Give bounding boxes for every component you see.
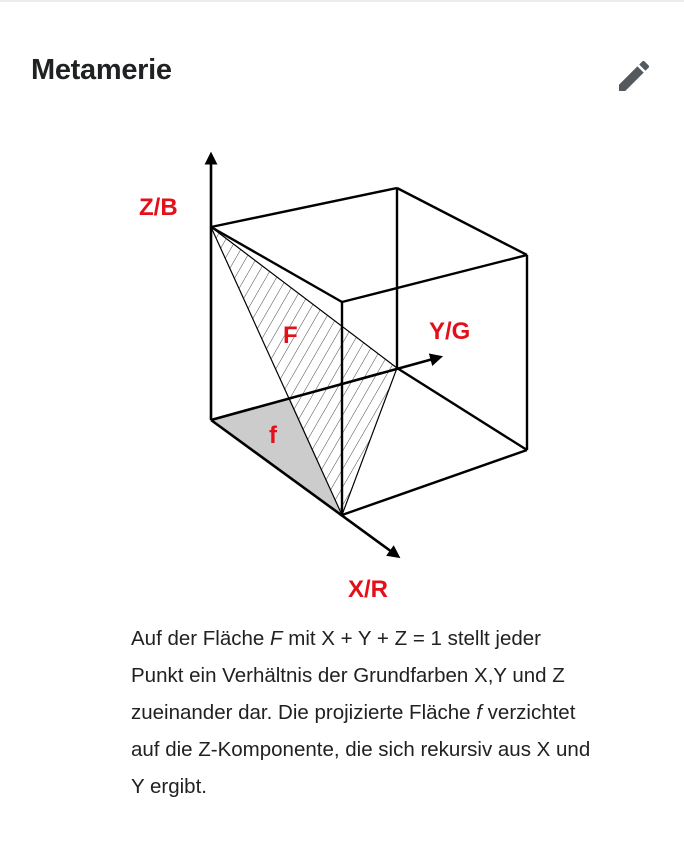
caption-symbol-f: f [476, 701, 482, 724]
projection-surface-f [211, 398, 342, 515]
y-axis [210, 353, 444, 422]
surface-F-label: F [283, 322, 298, 349]
caption-text: verzichtet auf die Z-Komponente, die sic… [131, 701, 591, 798]
section-heading: Metamerie [31, 54, 172, 86]
z-axis-label: Z/B [139, 194, 178, 221]
metamerism-cube-diagram[interactable]: Z/B Y/G X/R F f [0, 0, 684, 620]
cube-edges [210, 186, 529, 517]
caption-text: mit X + Y + Z = 1 stellt jeder Punkt ein… [131, 627, 565, 724]
x-axis-label: X/R [348, 576, 388, 603]
top-divider [0, 0, 684, 2]
x-axis [210, 418, 401, 559]
surface-f-label: f [269, 422, 278, 449]
caption-text: Auf der Fläche [131, 627, 271, 650]
caption-symbol-F: F [270, 627, 283, 650]
edit-section-button[interactable] [614, 56, 654, 96]
figure-caption: Auf der Fläche F mit X + Y + Z = 1 stell… [131, 620, 591, 805]
axes [204, 151, 444, 559]
surface-F [210, 226, 398, 517]
y-axis-label: Y/G [429, 318, 470, 345]
pencil-icon [619, 60, 650, 91]
